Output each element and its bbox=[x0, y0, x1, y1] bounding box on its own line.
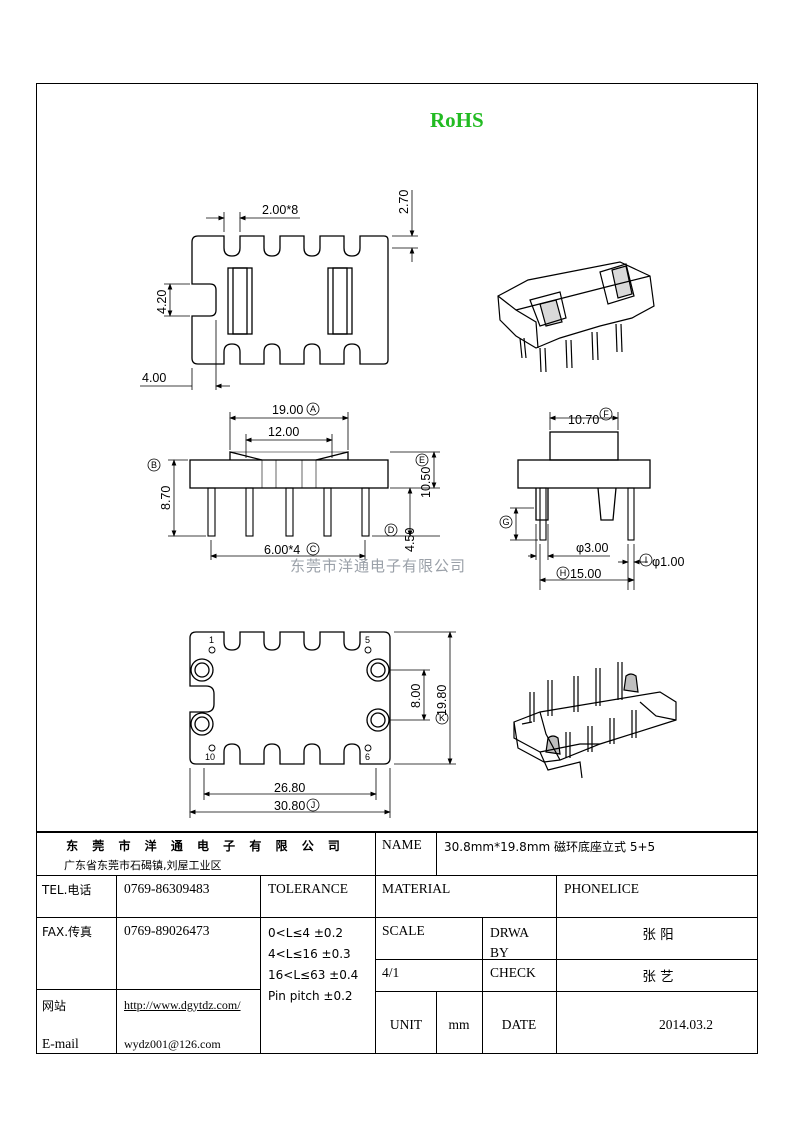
front-view bbox=[168, 412, 440, 560]
pin-label-6: 6 bbox=[365, 752, 370, 762]
unit-value: mm bbox=[448, 1017, 470, 1032]
dim-top-height: 2.70 bbox=[397, 190, 411, 214]
drawing-frame bbox=[36, 83, 758, 1054]
title-block: 东 莞 市 洋 通 电 子 有 限 公 司 广东省东莞市石碣镇,刘屋工业区 NA… bbox=[36, 831, 758, 1054]
marker-b: B bbox=[151, 460, 157, 470]
marker-a: A bbox=[310, 404, 316, 414]
dim-front-inner: 12.00 bbox=[268, 425, 299, 439]
website-link[interactable]: http://www.dgytdz.com/ bbox=[118, 995, 247, 1015]
website-url[interactable]: http://www.dgytdz.com/ bbox=[124, 998, 241, 1012]
side-view bbox=[510, 412, 651, 590]
dim-side-width: 10.70 bbox=[568, 413, 599, 427]
pin-label-5: 5 bbox=[365, 635, 370, 645]
marker-c: C bbox=[310, 544, 317, 554]
iso-view-bottom bbox=[513, 662, 677, 779]
material-label: MATERIAL bbox=[382, 881, 451, 896]
unit-label: UNIT bbox=[389, 1017, 423, 1032]
tolerance-4: Pin pitch ±0.2 bbox=[268, 989, 353, 1003]
dim-front-total: 10.50 bbox=[419, 467, 433, 498]
tel-value: 0769-86309483 bbox=[124, 881, 210, 896]
date-value: 2014.03.2 bbox=[659, 1017, 713, 1032]
marker-e: E bbox=[419, 455, 425, 465]
marker-g: G bbox=[502, 517, 509, 527]
tolerance-label: TOLERANCE bbox=[268, 881, 348, 896]
dim-bottom-height: 19.80 bbox=[435, 685, 449, 716]
dim-front-height: 8.70 bbox=[159, 486, 173, 510]
marker-d: D bbox=[388, 525, 395, 535]
tolerance-3: 16<L≤63 ±0.4 bbox=[268, 968, 359, 982]
dim-side-pin-dia: φ1.00 bbox=[652, 555, 684, 569]
dim-side-span: 15.00 bbox=[570, 567, 601, 581]
company-name: 东 莞 市 洋 通 电 子 有 限 公 司 bbox=[66, 839, 345, 853]
pin-label-10: 10 bbox=[205, 752, 215, 762]
drawby-value: 张 阳 bbox=[642, 927, 674, 943]
tolerance-1: 0<L≤4 ±0.2 bbox=[268, 926, 344, 940]
pin-label-1: 1 bbox=[209, 635, 214, 645]
top-view bbox=[140, 190, 418, 390]
check-label: CHECK bbox=[490, 965, 536, 980]
fax-value: 0769-89026473 bbox=[124, 923, 210, 938]
drawby-label: DRWA BY bbox=[490, 925, 529, 960]
dim-pin-length: 4.50 bbox=[403, 528, 417, 552]
marker-h: H bbox=[560, 568, 567, 578]
part-name: 30.8mm*19.8mm 磁环底座立式 5+5 bbox=[444, 840, 656, 854]
dim-side-pin-d: φ3.00 bbox=[576, 541, 608, 555]
iso-view-top bbox=[497, 261, 655, 373]
company-watermark: 东莞市洋通电子有限公司 bbox=[290, 557, 467, 575]
dim-bottom-total: 30.80 bbox=[274, 799, 305, 813]
dim-pin-pitch: 6.00*4 bbox=[264, 543, 300, 557]
fax-label: FAX.传真 bbox=[42, 925, 93, 939]
scale-label: SCALE bbox=[382, 923, 425, 938]
company-address: 广东省东莞市石碣镇,刘屋工业区 bbox=[64, 859, 222, 872]
name-label: NAME bbox=[382, 837, 422, 852]
dim-bottom-pad: 8.00 bbox=[409, 684, 423, 708]
dim-top-left: 4.00 bbox=[142, 371, 166, 385]
marker-f: F bbox=[603, 409, 609, 419]
dim-front-width: 19.00 bbox=[272, 403, 303, 417]
dim-top-pitch: 2.00*8 bbox=[262, 203, 298, 217]
tolerance-values: 0<L≤4 ±0.2 4<L≤16 ±0.3 16<L≤63 ±0.4 Pin … bbox=[262, 921, 376, 1009]
check-value: 张 艺 bbox=[642, 969, 674, 985]
bottom-view bbox=[189, 631, 456, 818]
marker-k: K bbox=[439, 713, 445, 723]
tolerance-2: 4<L≤16 ±0.3 bbox=[268, 947, 351, 961]
email-value[interactable]: wydz001@126.com bbox=[124, 1037, 221, 1051]
website-label: 网站 bbox=[42, 999, 67, 1013]
marker-j: J bbox=[311, 800, 316, 810]
rohs-label: RoHS bbox=[430, 108, 484, 132]
scale-value: 4/1 bbox=[382, 965, 400, 980]
email-label: E-mail bbox=[42, 1036, 79, 1051]
tel-label: TEL.电话 bbox=[42, 883, 92, 897]
phonelice-label: PHONELICE bbox=[564, 881, 639, 896]
dim-top-slot: 4.20 bbox=[155, 290, 169, 314]
marker-i: I bbox=[645, 555, 648, 565]
dim-bottom-width: 26.80 bbox=[274, 781, 305, 795]
date-label: DATE bbox=[501, 1017, 537, 1032]
